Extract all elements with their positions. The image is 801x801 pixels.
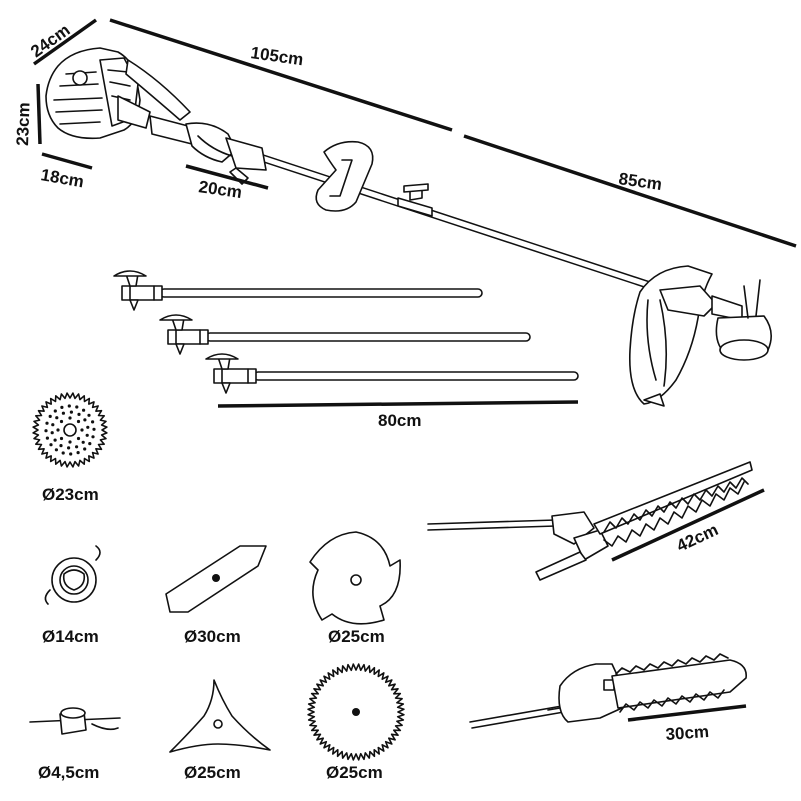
four-tooth-blade-icon (309, 531, 401, 625)
nylon-line-head-icon (29, 707, 121, 735)
engine-height-line (36, 83, 42, 145)
gearbox-icon (659, 285, 743, 321)
loop-handle-icon (315, 140, 374, 212)
hedge-trimmer-attachment (427, 461, 753, 581)
three-tooth-blade-label: Ø25cm (184, 763, 241, 782)
brushcutter-main (45, 47, 772, 407)
trimmer-spool-icon (715, 279, 772, 361)
shaft-length-line (463, 134, 797, 248)
extension-length-label: 80cm (378, 411, 421, 430)
trimmer-head-icon (44, 545, 101, 605)
trimmer-head-label: Ø14cm (42, 627, 99, 646)
measurement-lines (32, 18, 797, 722)
nylon-line-head-label: Ø4,5cm (38, 763, 99, 782)
pole-chainsaw-attachment (469, 653, 747, 729)
engine-icon (45, 47, 191, 140)
main-shaft (258, 154, 674, 296)
total-length-line (109, 18, 453, 132)
brush-blade-40t-label: Ø23cm (42, 485, 99, 504)
three-tooth-blade-icon (169, 679, 271, 753)
engine-depth-line (32, 18, 98, 66)
circular-saw-blade-icon (307, 663, 405, 761)
extension-pole-2 (159, 314, 531, 355)
engine-width-label: 18cm (39, 165, 85, 191)
chainsaw-length-label: 30cm (665, 722, 710, 744)
circular-saw-blade-label: Ø25cm (326, 763, 383, 782)
four-tooth-blade-label: Ø25cm (328, 627, 385, 646)
two-tooth-blade-label: Ø30cm (184, 627, 241, 646)
engine-width-line (41, 152, 93, 170)
total-length-label: 105cm (249, 43, 304, 69)
extension-pole-1 (113, 270, 483, 311)
chainsaw-length-line (627, 704, 747, 722)
extension-pole-3 (205, 353, 579, 394)
shaft-clamp-knob-icon (397, 183, 433, 217)
throttle-handle-icon (149, 115, 267, 185)
hedge-length-line (611, 488, 765, 562)
hedge-length-label: 42cm (674, 520, 721, 556)
two-tooth-blade-icon (165, 545, 267, 613)
extension-length-line (217, 400, 579, 408)
engine-height-label: 23cm (13, 102, 34, 146)
handle-length-line (185, 164, 269, 190)
brush-blade-40t-icon (32, 392, 108, 468)
